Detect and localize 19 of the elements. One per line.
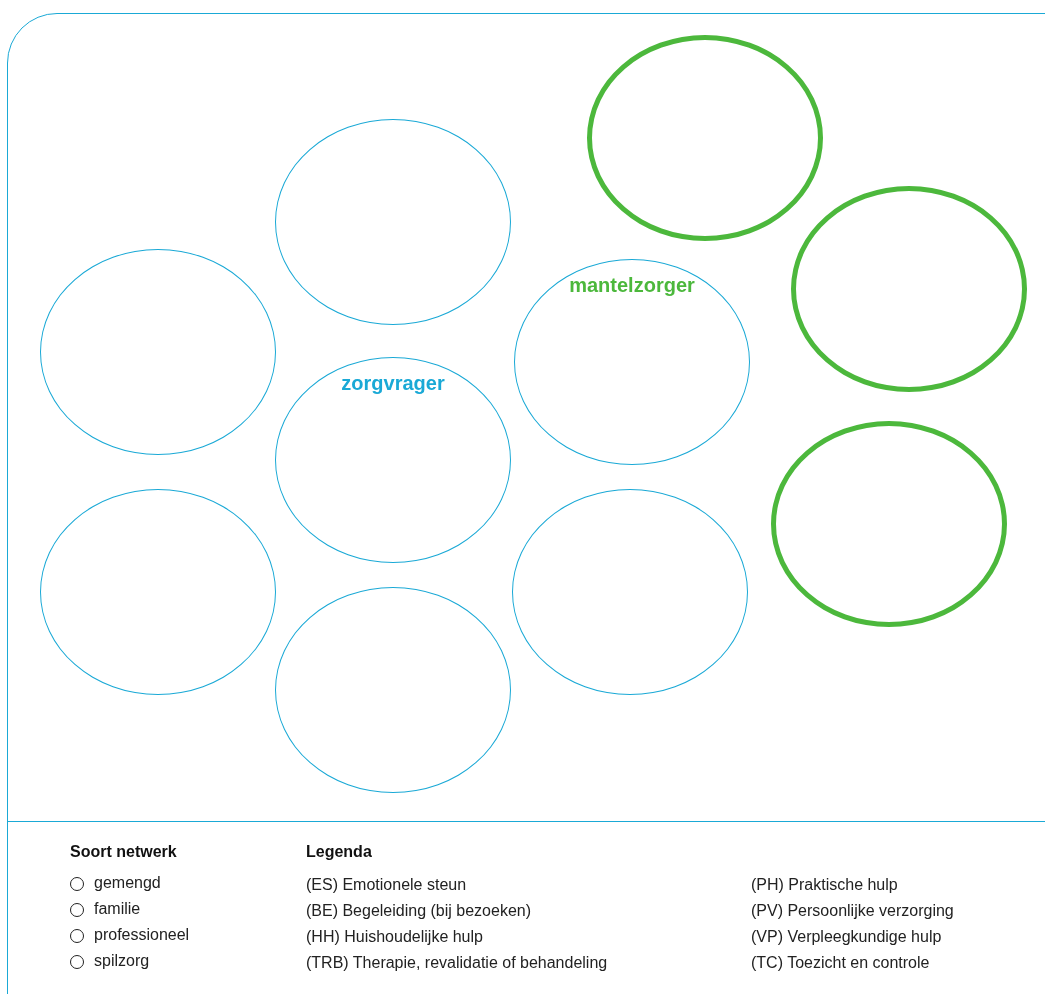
legend-entry: (HH) Huishoudelijke hulp	[306, 928, 483, 946]
ellipse	[771, 421, 1007, 627]
ellipse	[791, 186, 1027, 392]
legend-entry: (PV) Persoonlijke verzorging	[751, 902, 954, 920]
option-label: professioneel	[94, 926, 190, 944]
option-label: gemengd	[94, 874, 161, 892]
legend-entry: (BE) Begeleiding (bij bezoeken)	[306, 902, 531, 920]
legend-entry: (VP) Verpleegkundige hulp	[751, 928, 942, 946]
option-label: familie	[94, 900, 141, 918]
legend-entry: (TC) Toezicht en controle	[751, 954, 930, 972]
ellipse	[587, 35, 823, 241]
legend-entry: (TRB) Therapie, revalidatie of behandeling	[306, 954, 608, 972]
node-label: zorgvrager	[341, 372, 445, 395]
legend-entry: (PH) Praktische hulp	[751, 876, 898, 894]
node-label: mantelzorger	[569, 274, 695, 297]
option-label: spilzorg	[94, 952, 150, 970]
section-heading: Soort netwerk	[70, 843, 177, 861]
section-heading: Legenda	[306, 843, 372, 861]
legend-entry: (ES) Emotionele steun	[306, 876, 467, 894]
